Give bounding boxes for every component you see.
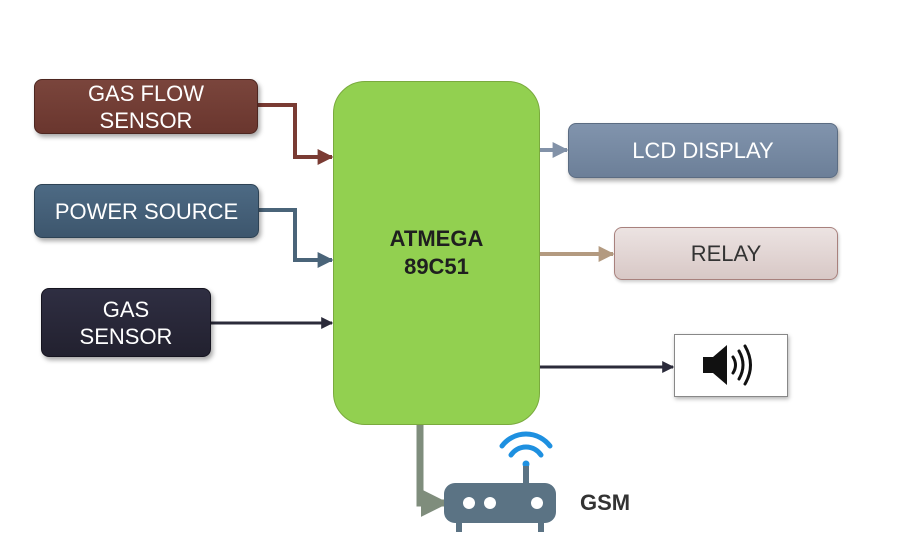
gsm-label: GSM <box>580 490 631 515</box>
gas-sensor-block: GAS SENSOR <box>41 288 211 357</box>
gas-sensor-label: GAS SENSOR <box>79 296 173 349</box>
speaker-block <box>674 334 788 397</box>
power-source-block: POWER SOURCE <box>34 184 259 238</box>
gas-flow-arrow <box>258 103 334 165</box>
relay-block: RELAY <box>614 227 838 280</box>
speaker-icon <box>703 344 752 386</box>
power-source-arrow <box>259 208 334 268</box>
microcontroller-block: ATMEGA 89C51 <box>333 81 540 425</box>
mcu-name-line2: 89C51 <box>404 254 469 279</box>
gas-flow-sensor-label: GAS FLOW SENSOR <box>87 80 205 133</box>
power-source-label: POWER SOURCE <box>54 198 239 224</box>
gas-flow-sensor-block: GAS FLOW SENSOR <box>34 79 258 134</box>
lcd-display-label: LCD DISPLAY <box>632 138 774 163</box>
mcu-name-line1: ATMEGA <box>389 226 484 251</box>
lcd-display-block: LCD DISPLAY <box>568 123 838 178</box>
relay-label: RELAY <box>690 241 762 266</box>
gsm-arrow <box>416 425 449 517</box>
